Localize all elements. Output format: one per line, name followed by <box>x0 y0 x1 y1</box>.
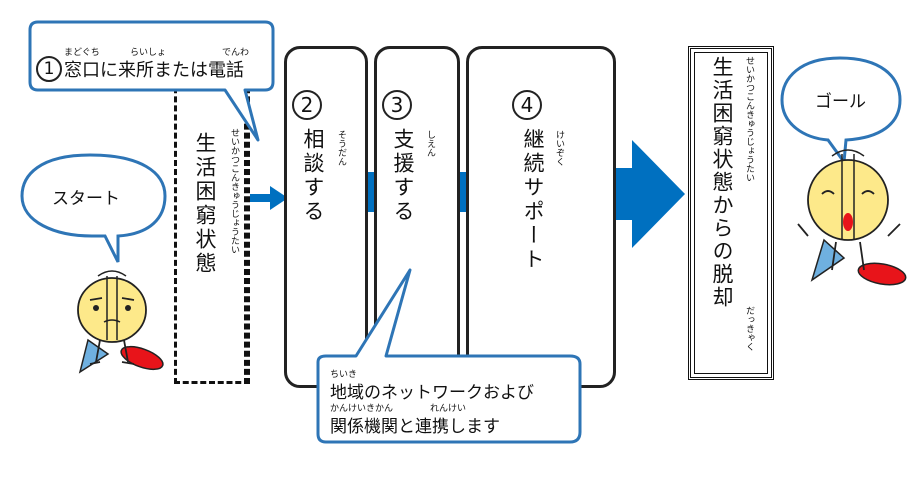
goal-state-label: 生活困窮状態からの脱却 <box>710 56 734 309</box>
stage-2-furigana: そうだん <box>336 130 346 166</box>
start-state-furigana: せいかつこんきゅうじょうたい <box>229 128 239 254</box>
stage-3-furigana: しえん <box>425 130 435 157</box>
stage-4-number: 4 <box>512 90 542 120</box>
goal-mascot <box>797 149 907 286</box>
stage-3-label: 支援する <box>391 128 415 224</box>
start-bubble-text: スタート <box>52 189 120 209</box>
window-callout-furigana-1: まどぐち <box>64 48 100 58</box>
goal-state-box <box>688 46 774 380</box>
start-arrow <box>250 186 288 210</box>
start-state-inner-line <box>244 60 247 384</box>
network-callout-furigana-1: ちいき <box>330 370 358 380</box>
start-mascot <box>77 270 164 374</box>
stage-4-furigana: けいぞく <box>554 130 564 166</box>
goal-bubble-text: ゴール <box>815 92 866 112</box>
start-state-label: 生活困窮状態 <box>193 132 217 276</box>
goal-state-furigana-bottom: だっきゃく <box>744 306 754 351</box>
window-callout-furigana-2: らいしょ <box>130 48 167 58</box>
stage-3-number: 3 <box>382 90 412 120</box>
network-callout-line-1: 地域のネットワークおよび <box>330 383 534 403</box>
network-callout-furigana-2b: れんけい <box>430 404 467 414</box>
start-state-box <box>174 60 250 384</box>
stage-2-number: 2 <box>292 90 322 120</box>
network-callout-line-2: 関係機関と連携します <box>330 417 500 437</box>
window-callout-number: 1 <box>36 56 62 82</box>
stage-4-label: 継続サポート <box>521 128 545 272</box>
goal-state-furigana-top: せいかつこんきゅうじょうたい <box>744 56 754 182</box>
goal-arrow <box>610 140 685 248</box>
network-callout-furigana-2a: かんけいきかん <box>330 404 394 414</box>
window-callout-furigana-3: でんわ <box>222 48 250 58</box>
stage-2-label: 相談する <box>301 128 325 224</box>
window-callout-text: 窓口に来所または電話 <box>64 60 244 81</box>
